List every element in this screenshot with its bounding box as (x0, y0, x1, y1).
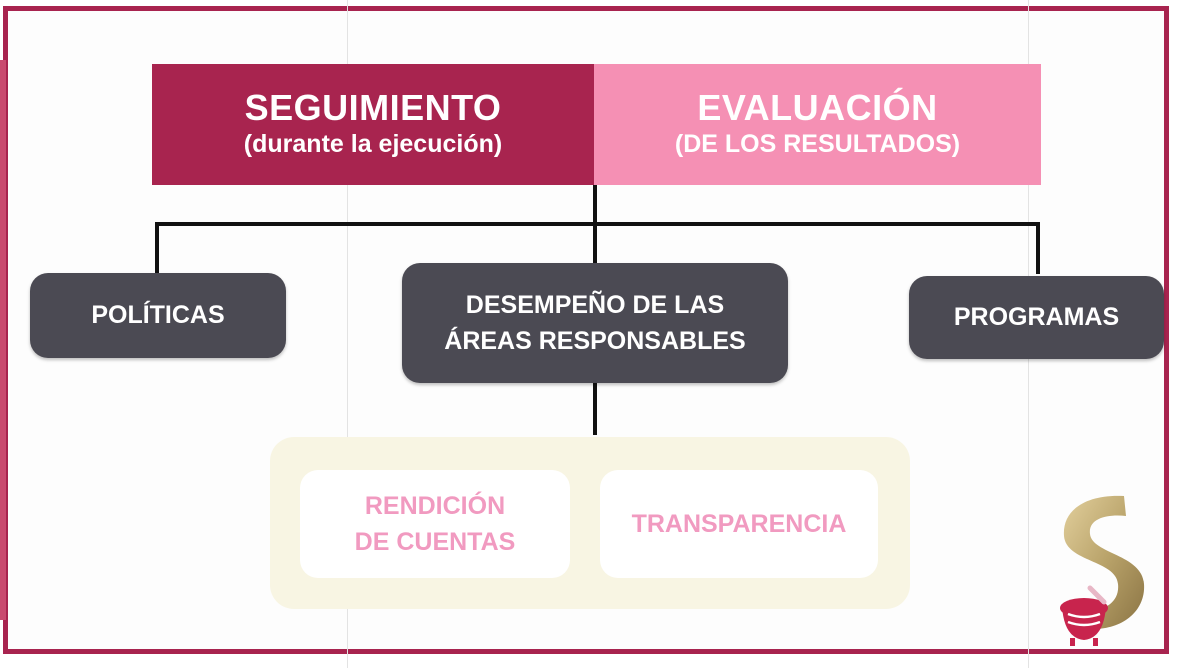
seguimiento-title: SEGUIMIENTO (244, 86, 502, 128)
node-desempeno: DESEMPEÑO DE LAS ÁREAS RESPONSABLES (402, 263, 788, 383)
connector-politicas (155, 222, 159, 274)
node-politicas-label: POLÍTICAS (91, 301, 225, 330)
node-programas: PROGRAMAS (909, 276, 1164, 359)
left-accent-strip (0, 60, 6, 620)
card-transparencia: TRANSPARENCIA (600, 470, 878, 578)
evaluacion-title: EVALUACIÓN (697, 86, 938, 128)
evaluacion-header: EVALUACIÓN (DE LOS RESULTADOS) (594, 64, 1041, 185)
node-politicas: POLÍTICAS (30, 273, 286, 358)
seguimiento-header: SEGUIMIENTO (durante la ejecución) (152, 64, 594, 185)
connector-outcomes (593, 383, 597, 435)
connector-programas (1036, 222, 1040, 274)
transparencia-label: TRANSPARENCIA (631, 509, 847, 538)
card-rendicion-de-cuentas: RENDICIÓN DE CUENTAS (300, 470, 570, 578)
mortar-s-logo-icon (1060, 495, 1145, 646)
node-desempeno-line1: DESEMPEÑO DE LAS (465, 290, 725, 319)
evaluacion-subtitle: (DE LOS RESULTADOS) (674, 130, 961, 159)
seguimiento-subtitle: (durante la ejecución) (243, 130, 503, 159)
rendicion-line2: DE CUENTAS (354, 528, 516, 556)
scan-line (347, 0, 348, 668)
node-programas-label: PROGRAMAS (953, 303, 1120, 332)
connector-branch (155, 222, 1040, 226)
node-desempeno-line2: ÁREAS RESPONSABLES (444, 327, 746, 355)
rendicion-line1: RENDICIÓN (364, 491, 506, 520)
